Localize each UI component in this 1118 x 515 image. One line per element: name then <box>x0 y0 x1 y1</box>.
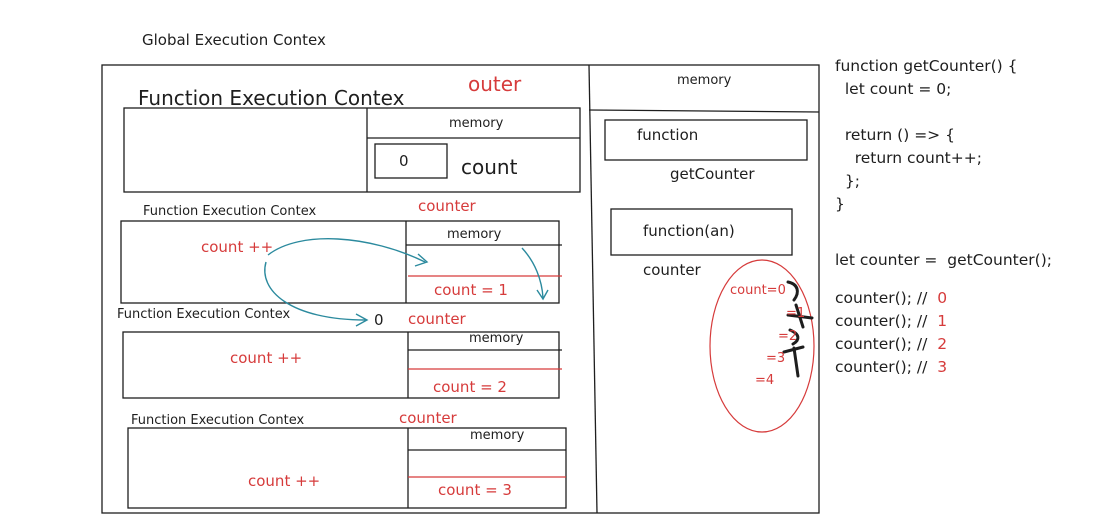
count-value-box <box>374 143 448 179</box>
global-memory-header-line <box>588 109 820 113</box>
call-result: 3 <box>937 358 948 376</box>
count-history-3: =3 <box>766 351 786 366</box>
call3-memory-label: memory <box>470 428 525 443</box>
call1-tag: counter <box>418 197 476 215</box>
outer-box <box>123 107 581 193</box>
getcounter-box <box>604 119 808 161</box>
arrow-return-value <box>264 261 367 321</box>
code-line: let count = 0; <box>835 80 952 98</box>
global-memory-label: memory <box>677 73 732 88</box>
outer-memory-value: 0 <box>399 152 409 170</box>
count-history-4: =4 <box>755 373 775 388</box>
getcounter-name: getCounter <box>670 165 755 183</box>
outer-memory-var: count <box>461 155 518 179</box>
call-result: 2 <box>937 335 948 353</box>
outer-tag: outer <box>468 72 522 96</box>
global-context-frame <box>101 64 820 514</box>
call3-memory-value: count = 3 <box>438 481 512 499</box>
call2-memory-label: memory <box>469 331 524 346</box>
call3-tag: counter <box>399 409 457 427</box>
call-result: 1 <box>937 312 948 330</box>
outer-context-title: Function Execution Contex <box>138 86 405 110</box>
call2-tag: counter <box>408 310 466 328</box>
call-text: counter(); // <box>835 312 928 330</box>
call1-code: count ++ <box>201 238 274 256</box>
global-divider <box>588 64 598 514</box>
call-line: counter(); // 1 <box>835 310 947 333</box>
counter-name: counter <box>643 261 701 279</box>
count-history-ellipse <box>709 259 815 433</box>
call1-box <box>120 220 560 304</box>
count-history-1: =1 <box>786 306 806 321</box>
call-text: counter(); // <box>835 289 928 307</box>
call3-box <box>127 427 567 509</box>
code-line: let counter = getCounter(); <box>835 251 1052 269</box>
code-line: return () => { <box>835 126 955 144</box>
call3-title: Function Execution Contex <box>131 413 305 428</box>
call-line: counter(); // 0 <box>835 287 947 310</box>
call-text: counter(); // <box>835 358 928 376</box>
call2-title: Function Execution Contex <box>117 307 291 322</box>
code-line <box>835 216 1052 239</box>
call-result: 0 <box>937 289 948 307</box>
code-line: return count++; <box>835 149 982 167</box>
return-value: 0 <box>374 311 384 329</box>
code-line: function getCounter() { <box>835 57 1018 75</box>
call2-code: count ++ <box>230 349 303 367</box>
call1-memory-value: count = 1 <box>434 281 508 299</box>
call-list: counter(); // 0 counter(); // 1 counter(… <box>835 287 947 379</box>
call-text: counter(); // <box>835 335 928 353</box>
call-line: counter(); // 2 <box>835 333 947 356</box>
source-code: function getCounter() { let count = 0; r… <box>835 55 1052 295</box>
call2-memory-value: count = 2 <box>433 378 507 396</box>
call-line: counter(); // 3 <box>835 356 947 379</box>
arrow-count-to-memory <box>267 238 426 263</box>
code-line <box>835 101 1052 124</box>
counter-value: function(an) <box>643 222 735 240</box>
call3-code: count ++ <box>248 472 321 490</box>
arrow-memory-update <box>521 247 544 299</box>
count-history-0: count=0 <box>730 283 786 298</box>
counter-box <box>610 208 793 256</box>
code-line: } <box>835 195 845 213</box>
call2-box <box>122 331 560 399</box>
code-line: }; <box>835 172 860 190</box>
call1-title: Function Execution Contex <box>143 204 317 219</box>
call1-memory-label: memory <box>447 227 502 242</box>
getcounter-value: function <box>637 126 699 144</box>
count-history-2: =2 <box>778 329 798 344</box>
global-context-title: Global Execution Contex <box>142 31 326 49</box>
outer-memory-label: memory <box>449 116 504 131</box>
